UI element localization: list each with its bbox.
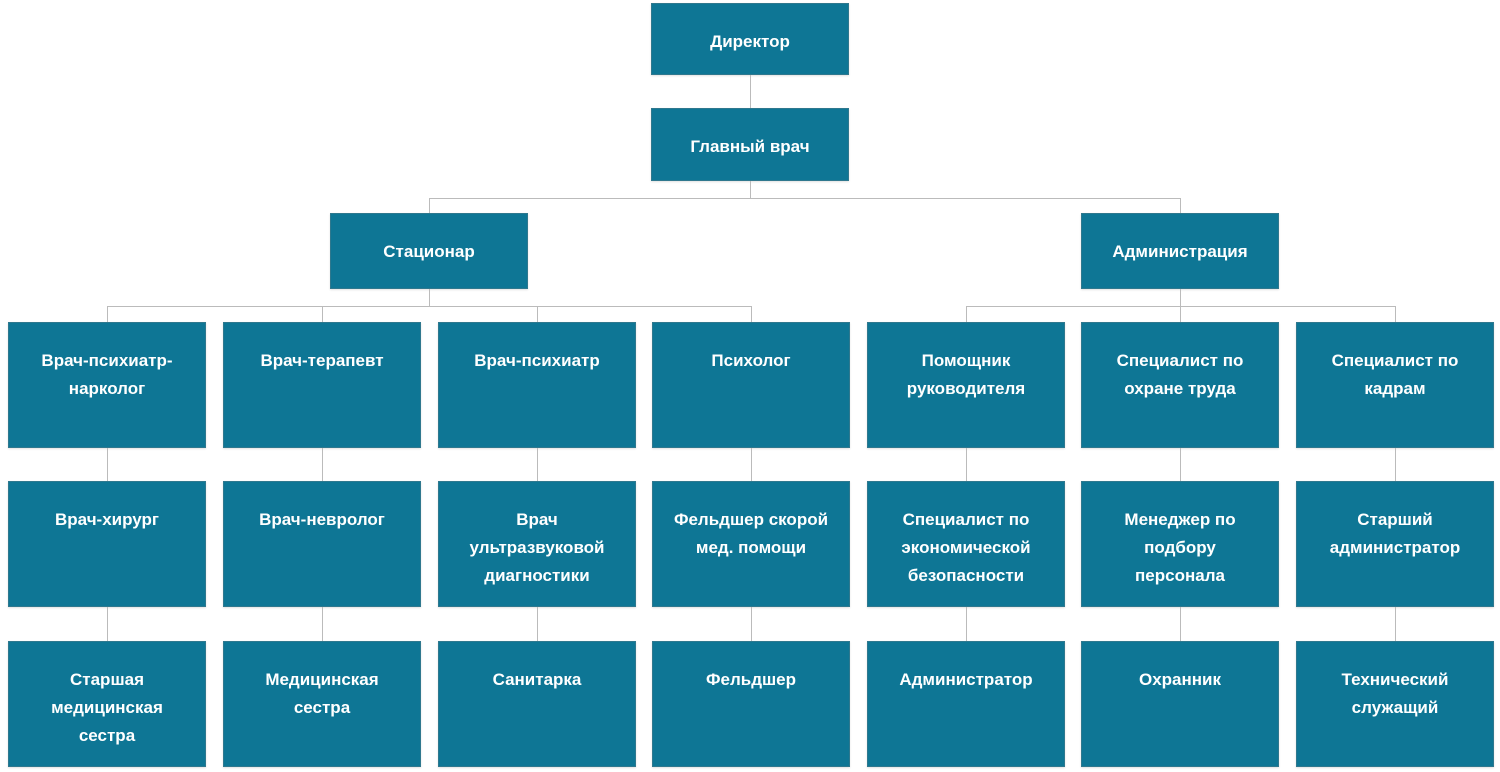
org-node-branch-stationar: Стационар bbox=[330, 213, 528, 289]
connector-drop-col7 bbox=[1395, 306, 1396, 322]
connector-col1-l1-l2 bbox=[107, 448, 108, 481]
connector-col6-l1-l2 bbox=[1180, 448, 1181, 481]
org-node-paramedic: Фельдшер bbox=[652, 641, 850, 767]
connector-administration-horizontal bbox=[966, 306, 1396, 307]
org-node-hr-specialist: Специалист по кадрам bbox=[1296, 322, 1494, 448]
org-node-economic-security-specialist: Специалист по экономической безопасности bbox=[867, 481, 1065, 607]
org-node-assistant-to-director: Помощник руководителя bbox=[867, 322, 1065, 448]
org-node-psychiatrist-narcologist: Врач-психиатр-нарколог bbox=[8, 322, 206, 448]
connector-col2-l1-l2 bbox=[322, 448, 323, 481]
connector-col5-l2-l3 bbox=[966, 607, 967, 641]
connector-drop-administration bbox=[1180, 198, 1181, 213]
connector-drop-col6 bbox=[1180, 306, 1181, 322]
org-node-therapist: Врач-терапевт bbox=[223, 322, 421, 448]
connector-stationar-drop bbox=[429, 289, 430, 307]
connector-stationar-horizontal bbox=[107, 306, 752, 307]
org-node-director: Директор bbox=[651, 3, 849, 75]
org-node-security-guard: Охранник bbox=[1081, 641, 1279, 767]
connector-col2-l2-l3 bbox=[322, 607, 323, 641]
connector-drop-col5 bbox=[966, 306, 967, 322]
connector-col1-l2-l3 bbox=[107, 607, 108, 641]
connector-chief-drop bbox=[750, 181, 751, 199]
connector-drop-col4 bbox=[751, 306, 752, 322]
connector-drop-col1 bbox=[107, 306, 108, 322]
org-node-technical-worker: Технический служащий bbox=[1296, 641, 1494, 767]
org-node-branch-administration: Администрация bbox=[1081, 213, 1279, 289]
org-node-head-nurse: Старшая медицинская сестра bbox=[8, 641, 206, 767]
org-node-ultrasound-doctor: Врач ультразвуковой диагностики bbox=[438, 481, 636, 607]
connector-col3-l2-l3 bbox=[537, 607, 538, 641]
connector-drop-col2 bbox=[322, 306, 323, 322]
org-node-neurologist: Врач-невролог bbox=[223, 481, 421, 607]
org-node-psychologist: Психолог bbox=[652, 322, 850, 448]
org-node-administrator: Администратор bbox=[867, 641, 1065, 767]
org-node-senior-administrator: Старший администратор bbox=[1296, 481, 1494, 607]
connector-drop-stationar bbox=[429, 198, 430, 213]
connector-col6-l2-l3 bbox=[1180, 607, 1181, 641]
connector-col4-l2-l3 bbox=[751, 607, 752, 641]
org-node-chief-doctor: Главный врач bbox=[651, 108, 849, 181]
org-node-psychiatrist: Врач-психиатр bbox=[438, 322, 636, 448]
org-node-nurse: Медицинская сестра bbox=[223, 641, 421, 767]
connector-drop-col3 bbox=[537, 306, 538, 322]
org-node-recruiting-manager: Менеджер по подбору персонала bbox=[1081, 481, 1279, 607]
org-node-labor-safety-specialist: Специалист по охране труда bbox=[1081, 322, 1279, 448]
org-node-surgeon: Врач-хирург bbox=[8, 481, 206, 607]
connector-col3-l1-l2 bbox=[537, 448, 538, 481]
connector-col4-l1-l2 bbox=[751, 448, 752, 481]
connector-director-chief bbox=[750, 75, 751, 108]
connector-col5-l1-l2 bbox=[966, 448, 967, 481]
connector-col7-l2-l3 bbox=[1395, 607, 1396, 641]
connector-col7-l1-l2 bbox=[1395, 448, 1396, 481]
org-node-orderly: Санитарка bbox=[438, 641, 636, 767]
connector-branches-horizontal bbox=[429, 198, 1181, 199]
org-node-ambulance-paramedic: Фельдшер скорой мед. помощи bbox=[652, 481, 850, 607]
connector-administration-drop bbox=[1180, 289, 1181, 307]
